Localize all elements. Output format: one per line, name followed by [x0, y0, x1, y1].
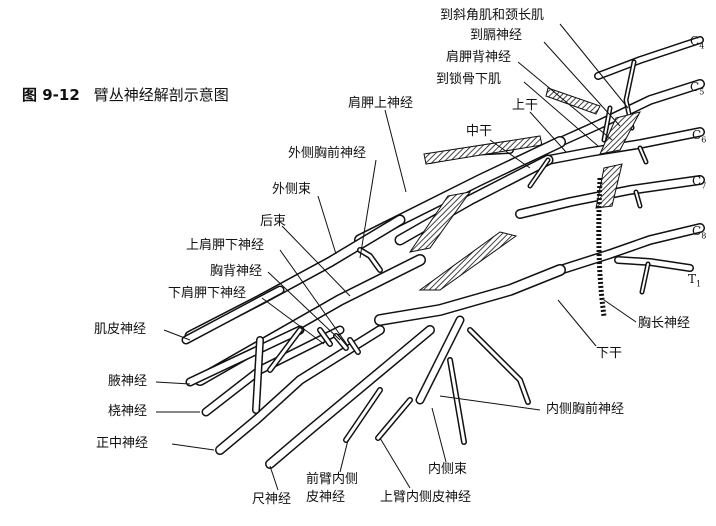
label-long-thoracic: 胸长神经 — [638, 316, 691, 331]
nerve-core — [448, 358, 466, 444]
nerve-core — [639, 147, 647, 163]
root-c7: C7 — [692, 174, 707, 191]
figure-title: 图 9-12 臂丛神经解剖示意图 — [22, 84, 229, 105]
nerve-core — [344, 388, 382, 442]
label-musculocutaneous: 肌皮神经 — [94, 322, 147, 337]
nerve-core — [183, 287, 283, 343]
nerve-core — [216, 326, 384, 454]
root-c8: C8 — [692, 224, 707, 241]
root-c5: C5 — [690, 80, 705, 97]
nerve-middle-trunk — [394, 154, 554, 246]
nerve-lateral-pectoral — [357, 247, 383, 273]
nerve-core — [396, 156, 552, 244]
nerve-root-t1 — [614, 256, 694, 272]
hatched-posterior-divisions — [408, 87, 641, 291]
label-medial-antebrachial-line1: 前臂内侧 — [306, 472, 359, 487]
label-posterior-cord: 后束 — [260, 214, 287, 229]
label-ulnar: 尺神经 — [252, 492, 292, 507]
label-axillary: 腋神经 — [108, 374, 148, 389]
label-lower-trunk: 下干 — [596, 346, 623, 361]
nerve-core — [266, 326, 434, 468]
nerve-core — [253, 337, 263, 413]
label-radial: 桡神经 — [108, 404, 148, 419]
nerve-medial-brachial — [375, 397, 413, 441]
label-thoracodorsal: 胸背神经 — [210, 264, 263, 279]
long-thoracic-dotted — [596, 177, 607, 317]
nerve-medial-cord — [415, 315, 465, 405]
nerve-subclavius-branch — [527, 157, 551, 189]
nerve-upper-subscapular — [317, 327, 333, 347]
nerve-musculocutaneous — [181, 285, 285, 345]
figure-number: 图 9-12 — [22, 86, 80, 104]
label-medial-antebrachial-line2: 皮神经 — [306, 490, 346, 505]
nerve-core — [615, 257, 693, 271]
figure-caption: 臂丛神经解剖示意图 — [93, 86, 229, 104]
label-upper-subscapular: 上肩胛下神经 — [186, 238, 265, 253]
nerve-root-c8 — [555, 223, 705, 275]
nerve-core — [358, 248, 382, 272]
label-medial-brachial: 上臂内侧皮神经 — [380, 490, 472, 505]
root-t1: T1 — [688, 272, 702, 289]
label-to-subclavius: 到锁骨下肌 — [436, 72, 502, 87]
nerve-core — [375, 265, 565, 325]
label-middle-trunk: 中干 — [466, 124, 493, 139]
nerve-core — [468, 328, 530, 404]
nerve-root-c4 — [594, 36, 704, 80]
label-suprascapular: 肩胛上神经 — [348, 96, 414, 111]
nerve-ulnar — [265, 325, 435, 469]
nerve-branch-t1-small — [639, 261, 651, 295]
label-median: 正中神经 — [96, 436, 149, 451]
nerve-core — [641, 263, 649, 293]
label-to-phrenic: 到膈神经 — [470, 28, 523, 43]
nerve-lower-trunk — [374, 264, 566, 326]
nerve-core — [376, 398, 412, 440]
nerve-core — [417, 317, 463, 403]
leader-lines — [155, 23, 637, 491]
nerve-core — [348, 338, 360, 354]
root-c6: C6 — [692, 128, 707, 145]
nerve-core — [556, 224, 704, 274]
nerve-core — [529, 159, 549, 187]
nerve-core — [556, 80, 704, 146]
label-dorsal-scapular: 肩胛背神经 — [446, 50, 512, 65]
nerve-axillary-descend — [252, 336, 264, 414]
label-lateral-pectoral: 外侧胸前神经 — [288, 146, 367, 161]
nerve-core — [318, 328, 332, 346]
label-medial-cord: 内侧束 — [428, 462, 468, 477]
nerve-median — [215, 325, 385, 455]
root-c4: C4 — [690, 34, 705, 51]
nerve-branch-c7-small — [633, 189, 643, 209]
nerve-posterior-branch — [267, 327, 303, 373]
nerve-core — [268, 328, 302, 372]
nerve-lower-subscapular — [347, 337, 361, 355]
nerve-core — [635, 191, 641, 207]
nerve-core — [595, 37, 703, 79]
nerve-medial-pectoral-1 — [467, 327, 531, 405]
label-to-scalene-longus-colli: 到斜角肌和颈长肌 — [440, 8, 545, 23]
label-medial-pectoral: 内侧胸前神经 — [546, 402, 625, 417]
nerve-branch-c6-small — [637, 145, 649, 165]
label-lateral-cord: 外侧束 — [272, 182, 312, 197]
label-lower-subscapular: 下肩胛下神经 — [168, 286, 247, 301]
nerve-medial-pectoral-2 — [447, 357, 467, 445]
nerve-medial-antebrachial — [343, 387, 383, 443]
nerve-axillary — [185, 325, 305, 387]
nerve-core — [187, 327, 303, 385]
label-upper-trunk: 上干 — [512, 98, 539, 113]
nerve-root-c5 — [555, 79, 705, 147]
